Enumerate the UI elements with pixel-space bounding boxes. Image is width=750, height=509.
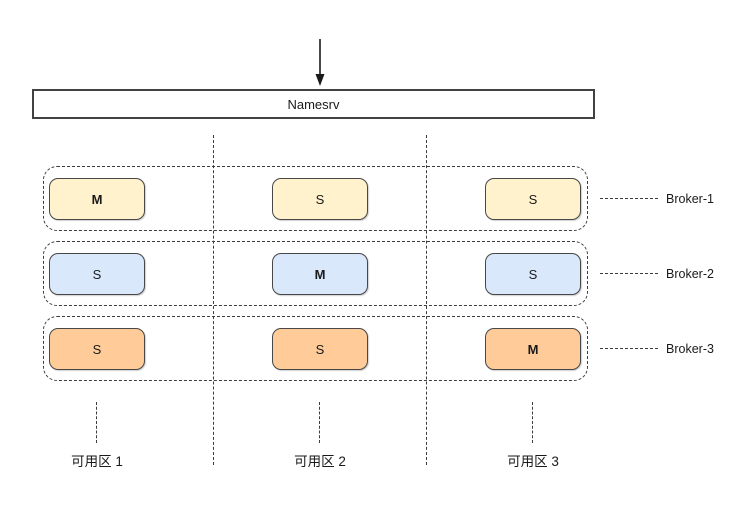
- nameserver-box: Namesrv: [32, 89, 595, 119]
- broker-group-2: [43, 241, 588, 306]
- broker1-label: Broker-1: [666, 192, 714, 206]
- broker3-label: Broker-3: [666, 342, 714, 356]
- broker1-master-node: M: [49, 178, 145, 220]
- zone3-stub-line: [532, 402, 533, 443]
- broker2-master-node: M: [272, 253, 368, 295]
- broker-group-3: [43, 316, 588, 381]
- broker3-leader-line: [600, 348, 658, 349]
- zone3-label: 可用区 3: [507, 454, 559, 469]
- zone2-label: 可用区 2: [294, 454, 346, 469]
- nameserver-label: Namesrv: [287, 96, 340, 112]
- zone1-stub-line: [96, 402, 97, 443]
- broker2-label: Broker-2: [666, 267, 714, 281]
- broker3-slave-node: S: [49, 328, 145, 370]
- zone-separator-line: [426, 135, 427, 465]
- broker2-leader-line: [600, 273, 658, 274]
- broker1-slave-node: S: [485, 178, 581, 220]
- zone2-stub-line: [319, 402, 320, 443]
- broker2-slave-node: S: [49, 253, 145, 295]
- broker-group-1: [43, 166, 588, 231]
- broker1-slave-node: S: [272, 178, 368, 220]
- broker3-slave-node: S: [272, 328, 368, 370]
- down-arrow-icon: [310, 38, 330, 88]
- zone1-label: 可用区 1: [71, 454, 123, 469]
- broker1-leader-line: [600, 198, 658, 199]
- broker2-slave-node: S: [485, 253, 581, 295]
- zone-separator-line: [213, 135, 214, 465]
- broker3-master-node: M: [485, 328, 581, 370]
